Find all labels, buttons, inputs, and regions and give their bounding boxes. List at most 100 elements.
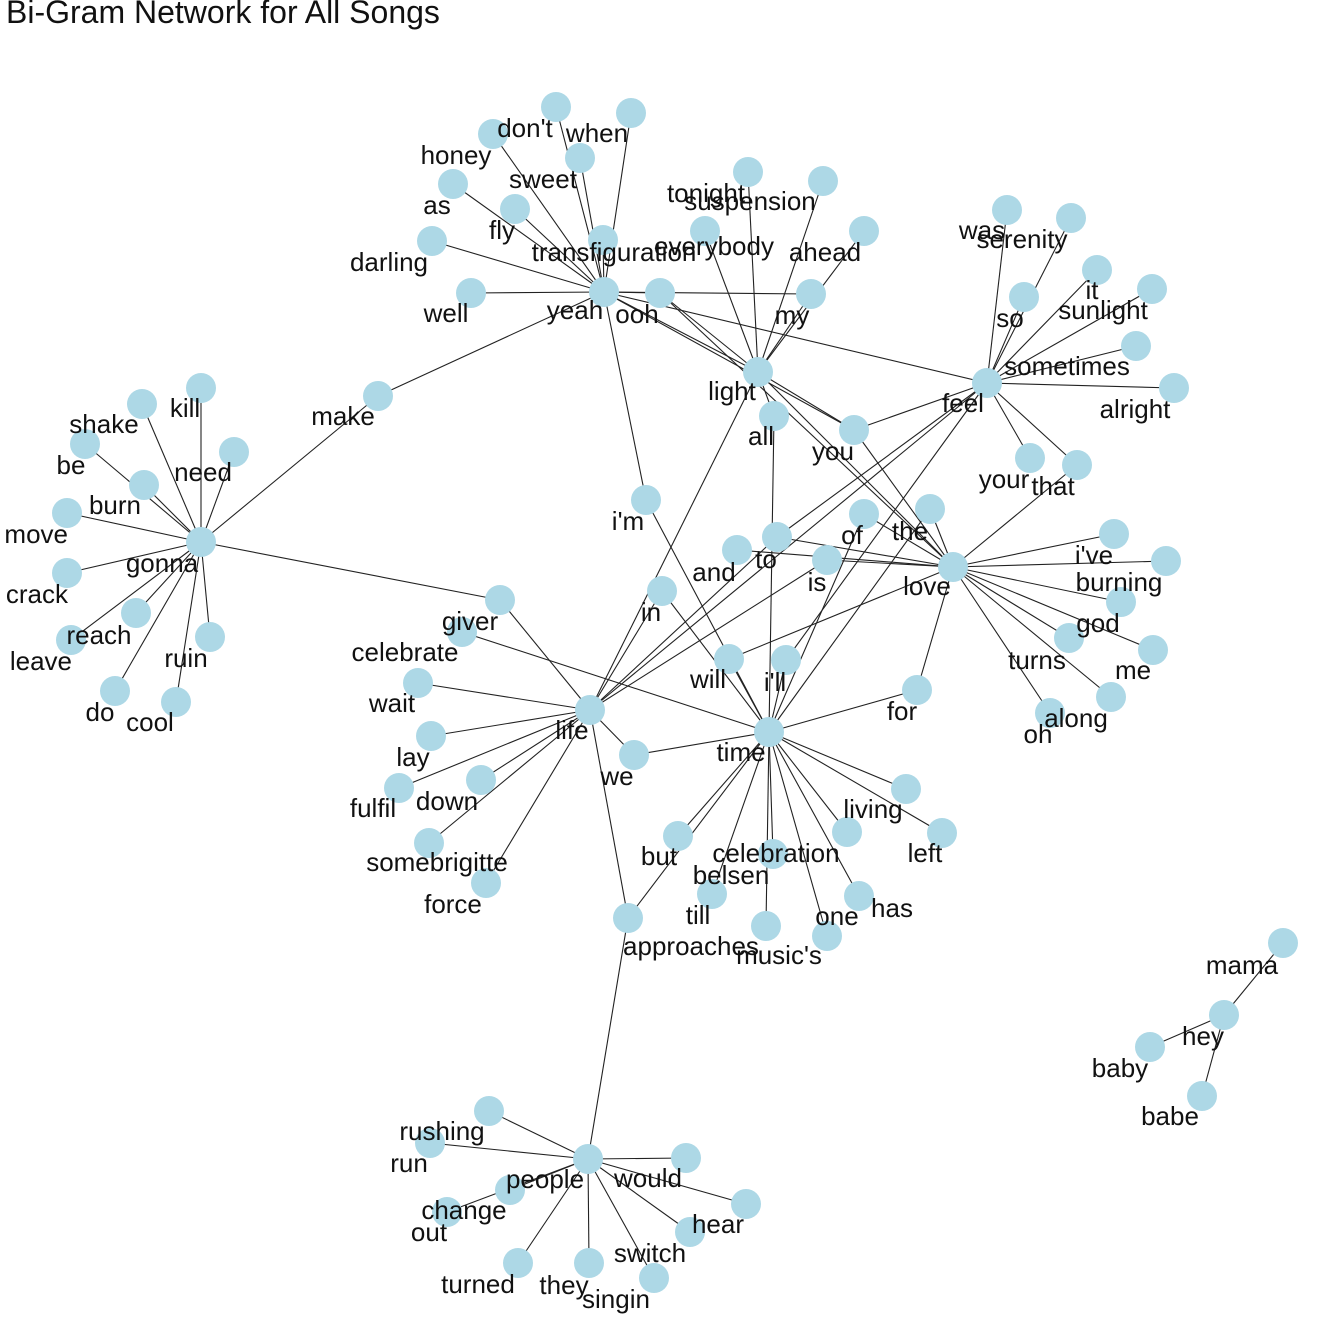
node-turns [1054, 623, 1084, 653]
node-label-along: along [1044, 703, 1108, 733]
node-sunlight [1137, 274, 1167, 304]
edge-light-love [757, 371, 954, 568]
node-label-force: force [424, 889, 482, 919]
node-label-down: down [416, 786, 478, 816]
node-label-to: to [755, 544, 777, 574]
edge-time-till [711, 731, 770, 895]
node-will [714, 644, 744, 674]
edge-gonna-crack [66, 541, 202, 574]
node-everybody [690, 216, 720, 246]
node-label-my: my [775, 300, 810, 330]
node-was [992, 195, 1022, 225]
node-label-babe: babe [1141, 1101, 1199, 1131]
node-label-dont: don't [497, 113, 553, 143]
node-move [52, 498, 82, 528]
edge-love-burning [952, 560, 1167, 568]
node-im [631, 485, 661, 515]
node-would [671, 1143, 701, 1173]
node-label-that: that [1031, 471, 1075, 501]
node-label-wait: wait [368, 688, 416, 718]
node-feel [972, 368, 1002, 398]
node-label-celebration: celebration [712, 838, 839, 868]
node-label-ive: i've [1075, 540, 1113, 570]
edge-light-you [757, 371, 855, 431]
node-label-darling: darling [350, 247, 428, 277]
edge-people-they [587, 1158, 590, 1264]
edge-layer [66, 106, 1284, 1279]
node-one [812, 921, 842, 951]
node-label-oh: oh [1024, 719, 1053, 749]
node-label-make: make [311, 401, 375, 431]
node-run [415, 1128, 445, 1158]
node-sometimes [1121, 331, 1151, 361]
node-make [363, 381, 393, 411]
node-label-move: move [4, 519, 68, 549]
edge-love-along [952, 566, 1112, 698]
node-my [796, 279, 826, 309]
node-label-turns: turns [1008, 645, 1066, 675]
node-label-love: love [903, 571, 951, 601]
edge-time-im [645, 499, 770, 733]
graph-title: Bi-Gram Network for All Songs [6, 0, 440, 30]
edge-time-all [768, 415, 775, 733]
node-label-suspension: suspension [684, 186, 816, 216]
node-label-in: in [641, 597, 661, 627]
edge-love-god [952, 566, 1122, 603]
node-people [573, 1144, 603, 1174]
edge-people-singin [587, 1158, 655, 1279]
node-label-gonna: gonna [126, 548, 199, 578]
edge-light-my [757, 293, 812, 373]
node-love [938, 552, 968, 582]
node-force [471, 868, 501, 898]
node-dont [541, 92, 571, 122]
node-label-yeah: yeah [547, 295, 603, 325]
edge-people-turned [517, 1158, 589, 1264]
edge-people-switch [587, 1158, 691, 1233]
node-label-burn: burn [89, 490, 141, 520]
edge-life-fulfil [398, 709, 591, 789]
node-crack [52, 558, 82, 588]
node-ive [1099, 519, 1129, 549]
node-label-somebrigitte: somebrigitte [366, 847, 508, 877]
edge-love-of [863, 513, 954, 568]
edge-love-me [952, 566, 1154, 651]
edge-yeah-feel [603, 291, 988, 384]
node-your [1015, 443, 1045, 473]
node-label-me: me [1115, 655, 1151, 685]
edge-gonna-giver [200, 541, 501, 601]
edge-yeah-fly [514, 208, 605, 293]
node-living [891, 774, 921, 804]
node-leave [56, 625, 86, 655]
edge-yeah-well [470, 291, 605, 294]
node-label-musics: music's [736, 940, 822, 970]
node-mama [1268, 928, 1298, 958]
node-down [466, 765, 496, 795]
node-burning [1151, 546, 1181, 576]
edge-life-to [589, 536, 778, 711]
node-hey [1209, 1000, 1239, 1030]
node-that [1062, 450, 1092, 480]
node-label-for: for [887, 696, 918, 726]
node-darling [417, 226, 447, 256]
node-label-celebrate: celebrate [352, 637, 459, 667]
node-they [574, 1248, 604, 1278]
node-label-light: light [708, 376, 756, 406]
node-label-rushing: rushing [399, 1116, 484, 1146]
node-label-feel: feel [942, 388, 984, 418]
node-label-burning: burning [1076, 567, 1163, 597]
node-out [432, 1197, 462, 1227]
edge-time-but [677, 731, 770, 837]
node-label-hey: hey [1182, 1021, 1224, 1051]
node-you [839, 415, 869, 445]
edge-time-has [768, 731, 860, 897]
edge-love-ive [952, 533, 1115, 568]
node-ruin [195, 622, 225, 652]
edge-people-run [429, 1142, 589, 1160]
edge-gonna-ruin [200, 541, 211, 638]
node-hear [731, 1189, 761, 1219]
node-the [915, 494, 945, 524]
node-when [616, 98, 646, 128]
node-layer [52, 92, 1298, 1293]
edge-feel-you [853, 382, 988, 431]
